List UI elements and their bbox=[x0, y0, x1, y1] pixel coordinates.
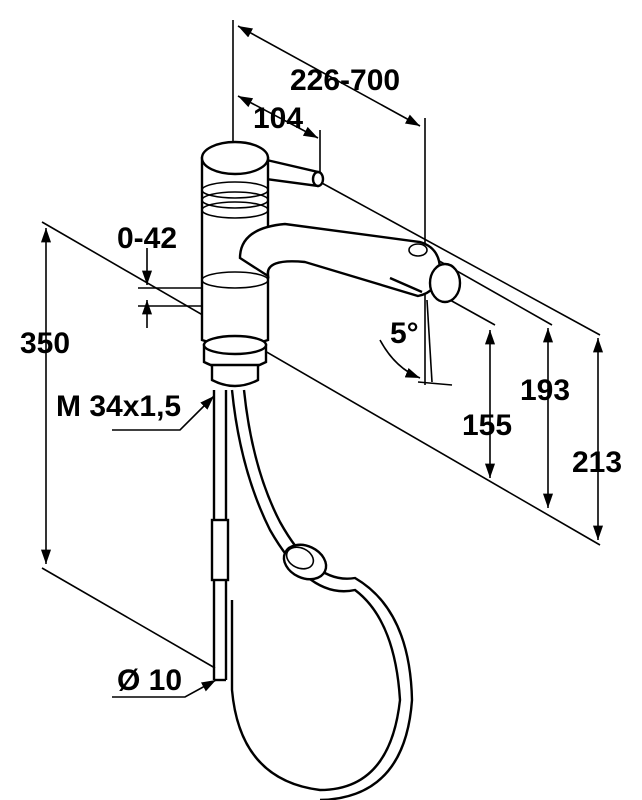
extension-lines bbox=[41, 20, 601, 669]
label-spout-height: 193 bbox=[520, 374, 570, 407]
label-lever-offset: 104 bbox=[253, 102, 303, 135]
label-reach-range: 226-700 bbox=[290, 64, 400, 97]
label-spout-angle: 5° bbox=[390, 317, 419, 350]
label-top-height: 213 bbox=[572, 446, 622, 479]
dimension-labels: 226-700 104 0-42 350 M 34x1,5 5° 155 193… bbox=[20, 64, 622, 697]
label-outlet-height: 155 bbox=[462, 409, 512, 442]
dimension-lines bbox=[40, 25, 604, 698]
label-hose-diameter: Ø 10 bbox=[117, 664, 182, 697]
label-deck-thickness: 0-42 bbox=[117, 222, 177, 255]
label-total-height: 350 bbox=[20, 327, 70, 360]
faucet-body bbox=[200, 140, 462, 800]
label-thread: M 34x1,5 bbox=[56, 390, 181, 423]
